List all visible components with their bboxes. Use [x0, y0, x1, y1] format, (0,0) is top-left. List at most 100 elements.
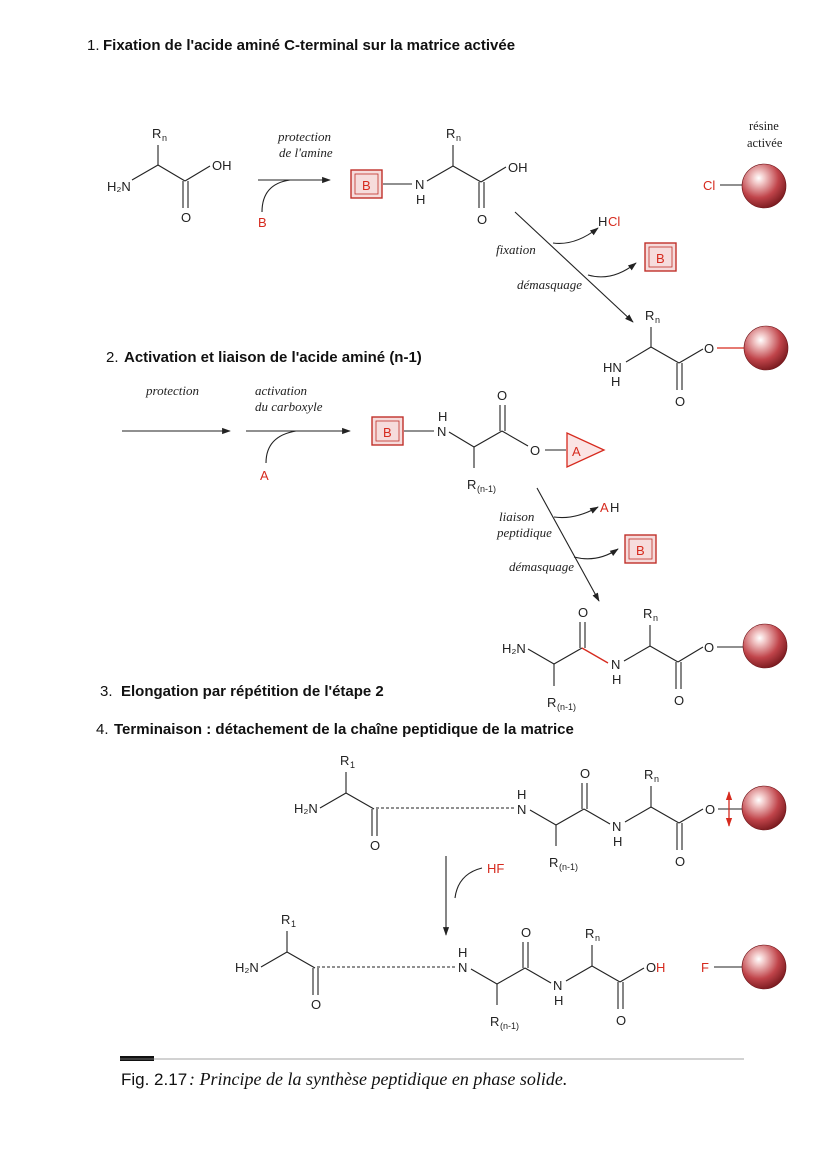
r-subscript: (n-1) — [559, 862, 578, 872]
b-protecting-box — [350, 169, 383, 199]
o-label: O — [616, 1013, 626, 1028]
r-subscript: 1 — [291, 919, 296, 929]
h2n-label: H₂N — [107, 179, 131, 194]
r-subscript: n — [655, 315, 660, 325]
ah-h-label: H — [610, 500, 619, 515]
o-label: O — [578, 605, 588, 620]
r-label: R — [490, 1014, 499, 1029]
r-subscript: 1 — [350, 760, 355, 770]
liaison-arrow — [536, 487, 600, 602]
b-release-arrow-2 — [573, 548, 619, 560]
o-label: O — [675, 854, 685, 869]
r-label: R — [340, 753, 349, 768]
r-label: R — [585, 926, 594, 941]
n-label: N — [458, 960, 467, 975]
hn-label: HN — [603, 360, 622, 375]
h-label: H — [438, 409, 447, 424]
h-label: H — [613, 834, 622, 849]
amino-acid-activated: B H N R (n-1) O O A — [371, 388, 606, 494]
protection-amine-label-1: protection — [277, 129, 331, 144]
r-label: R — [643, 606, 652, 621]
resine-label-2: activée — [747, 136, 783, 150]
r-subscript: n — [654, 774, 659, 784]
peptide-on-resin: H₂N R 1 O H N R (n-1) O N H R n O O — [294, 753, 787, 872]
b-release-arrow — [587, 262, 637, 278]
r-subscript: (n-1) — [500, 1021, 519, 1031]
activation-label-1: activation — [255, 383, 307, 398]
h-label: H — [416, 192, 425, 207]
protection-amine-label-2: de l'amine — [279, 145, 333, 160]
hf-label: HF — [487, 861, 504, 876]
step-2-number: 2. — [106, 349, 119, 366]
o-label: O — [311, 997, 321, 1012]
a-reagent-label: A — [260, 468, 269, 483]
o-label: O — [181, 210, 191, 225]
peptide-bond — [581, 647, 609, 664]
b-released-label: B — [656, 251, 665, 266]
demasquage-label: démasquage — [517, 277, 582, 292]
r-subscript: n — [653, 613, 658, 623]
n-label: N — [553, 978, 562, 993]
h2n-label: H₂N — [502, 641, 526, 656]
dipeptide-on-resin: H₂N R (n-1) O N H R n O O — [502, 605, 788, 712]
h-label: H — [517, 787, 526, 802]
figure-caption: : Principe de la synthèse peptidique en … — [189, 1069, 567, 1089]
o-label: O — [370, 838, 380, 853]
r-subscript: n — [595, 933, 600, 943]
a-triangle-label: A — [572, 444, 581, 459]
r-subscript: n — [456, 133, 461, 143]
ah-a-label: A — [600, 500, 609, 515]
caption-marker — [120, 1056, 154, 1061]
hcl-h-label: H — [598, 214, 607, 229]
step-3-number: 3. — [100, 683, 113, 700]
f-label: F — [701, 960, 709, 975]
oh-o-label: O — [646, 960, 656, 975]
h-label: H — [554, 993, 563, 1008]
liaison-label-2: peptidique — [496, 525, 552, 540]
step-4-number: 4. — [96, 721, 109, 738]
activation-label-2: du carboxyle — [255, 399, 323, 414]
b-box-label: B — [362, 178, 371, 193]
amino-acid-free: H₂N R n OH O — [107, 126, 232, 225]
o-label: O — [674, 693, 684, 708]
protection-label: protection — [145, 383, 199, 398]
b-released-label-2: B — [636, 543, 645, 558]
hcl-release-arrow — [552, 227, 599, 244]
o-label: O — [580, 766, 590, 781]
r-subscript: (n-1) — [557, 702, 576, 712]
step-1-number: 1. — [87, 37, 100, 54]
r-label: R — [467, 477, 476, 492]
o-ester-label: O — [704, 640, 714, 655]
resin-bead — [743, 325, 789, 371]
step-3-title: Elongation par répétition de l'étape 2 — [121, 683, 384, 700]
step-4-title: Terminaison : détachement de la chaîne p… — [114, 721, 574, 738]
r-label: R — [644, 767, 653, 782]
b-released-box-2 — [624, 534, 657, 564]
amino-acid-on-resin: HN H R n O O — [603, 308, 789, 409]
r-label: R — [547, 695, 556, 710]
o-ester-label: O — [530, 443, 540, 458]
r-label: R — [281, 912, 290, 927]
step-1-title: Fixation de l'acide aminé C-terminal sur… — [103, 37, 515, 54]
b-released-box — [644, 242, 677, 272]
demasquage-label-2: démasquage — [509, 559, 574, 574]
resine-label-1: résine — [749, 119, 779, 133]
n-label: N — [415, 177, 424, 192]
oh-h-label: H — [656, 960, 665, 975]
fixation-arrow — [514, 211, 634, 323]
b-box-label-2: B — [383, 425, 392, 440]
oh-label: OH — [508, 160, 528, 175]
o-label: O — [675, 394, 685, 409]
r-label: R — [446, 126, 455, 141]
released-peptide: H₂N R 1 O H N R (n-1) O N H R n O H O — [235, 912, 665, 1031]
cl-label: Cl — [703, 178, 715, 193]
n-label: N — [517, 802, 526, 817]
r-subscript: n — [162, 133, 167, 143]
o-label: O — [497, 388, 507, 403]
n-label: N — [611, 657, 620, 672]
b-protecting-box-2 — [371, 416, 404, 446]
resin-bead-fluorinated — [741, 944, 787, 990]
r-label: R — [549, 855, 558, 870]
resin-bead-activated — [741, 163, 787, 209]
